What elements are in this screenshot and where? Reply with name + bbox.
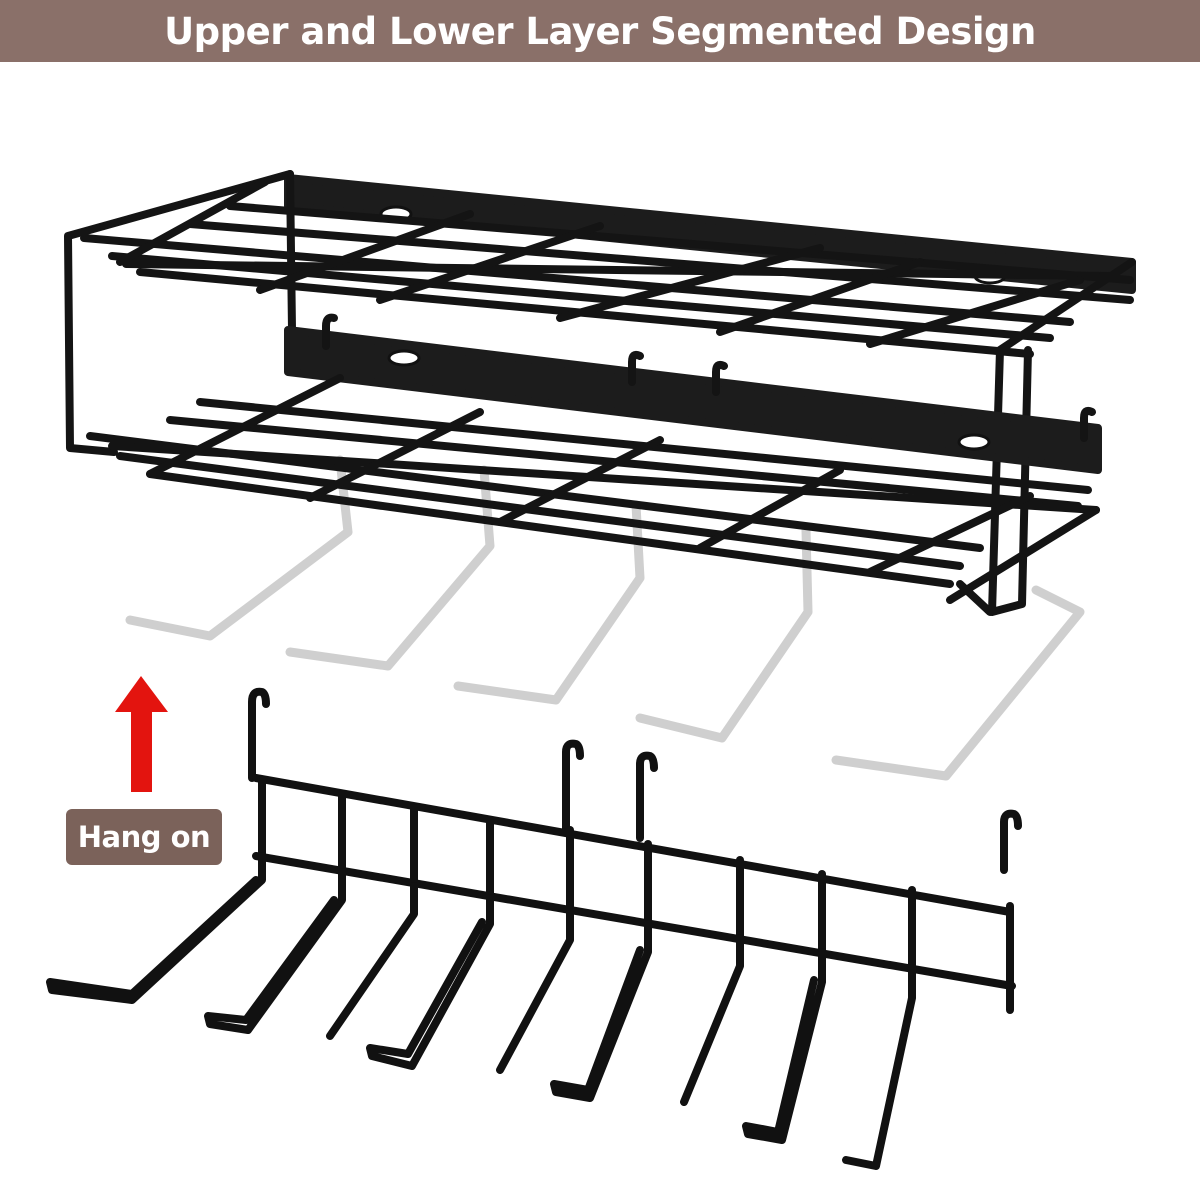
arrow-up-icon [115,676,168,792]
header-title: Upper and Lower Layer Segmented Design [164,9,1036,53]
header-banner: Upper and Lower Layer Segmented Design [0,0,1200,62]
lower-shelf [86,313,1102,616]
hanging-bracket [46,687,1022,1170]
hang-on-badge: Hang on [66,809,222,865]
ghost-hanging-bracket [125,455,1085,781]
hang-on-label: Hang on [77,820,211,854]
upper-shelf [64,170,1136,616]
